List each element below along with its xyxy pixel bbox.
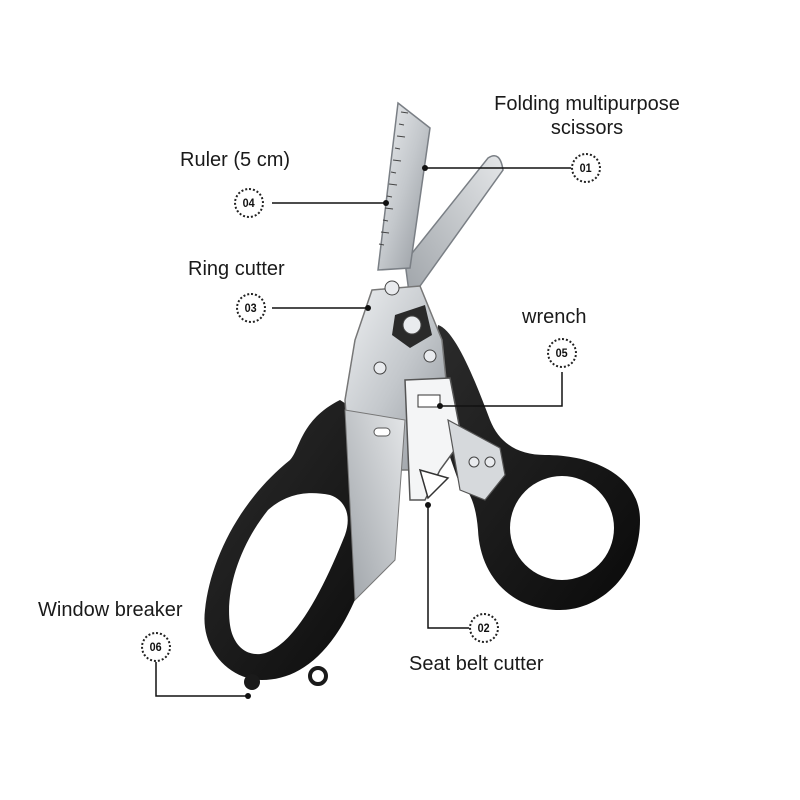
- window-breaker-tip: [244, 674, 260, 690]
- leader-05: [440, 372, 563, 407]
- badge-02: 02: [469, 613, 499, 643]
- leader-lines: [155, 167, 572, 697]
- lanyard-hole: [308, 666, 328, 686]
- badge-02-text: 02: [477, 621, 491, 635]
- badge-01: 01: [571, 153, 601, 183]
- label-folding-scissors-line2: scissors: [550, 117, 624, 139]
- badge-04: 04: [234, 188, 264, 218]
- leader-dots: [245, 165, 443, 699]
- leader-06: [155, 662, 248, 697]
- screw-wrench-2: [484, 456, 496, 468]
- slot: [373, 427, 391, 437]
- left-handle-opening: [229, 493, 348, 655]
- ruler-ticks: [378, 111, 409, 246]
- screw-wrench-1: [468, 456, 480, 468]
- scissor-blade-right: [404, 155, 504, 302]
- label-seat-belt-cutter: Seat belt cutter: [409, 653, 544, 675]
- wrench-slot: [417, 394, 441, 408]
- badge-03: 03: [236, 293, 266, 323]
- screw-right: [423, 349, 437, 363]
- pivot-screw: [402, 315, 422, 335]
- label-ring-cutter: Ring cutter: [188, 258, 285, 280]
- right-handle-ring-opening: [510, 476, 614, 580]
- screw-mid: [373, 361, 387, 375]
- label-folding-scissors-line1: Folding multipurpose: [494, 93, 680, 115]
- label-folding-scissors: Folding multipurpose scissors: [482, 92, 692, 140]
- screw-top: [384, 280, 400, 296]
- seat-belt-cutter-hook: [418, 468, 450, 500]
- label-window-breaker: Window breaker: [38, 599, 183, 621]
- badge-03-text: 03: [244, 301, 258, 315]
- label-ruler: Ruler (5 cm): [180, 149, 291, 171]
- leader-02: [427, 505, 470, 629]
- label-wrench: wrench: [522, 306, 587, 328]
- badge-05-text: 05: [555, 346, 569, 360]
- ruler-blade: [377, 101, 431, 271]
- badge-06: 06: [141, 632, 171, 662]
- badge-04-text: 04: [242, 196, 256, 210]
- badge-06-text: 06: [149, 640, 163, 654]
- badge-05: 05: [547, 338, 577, 368]
- lower-blade: [344, 409, 406, 602]
- badge-01-text: 01: [579, 161, 593, 175]
